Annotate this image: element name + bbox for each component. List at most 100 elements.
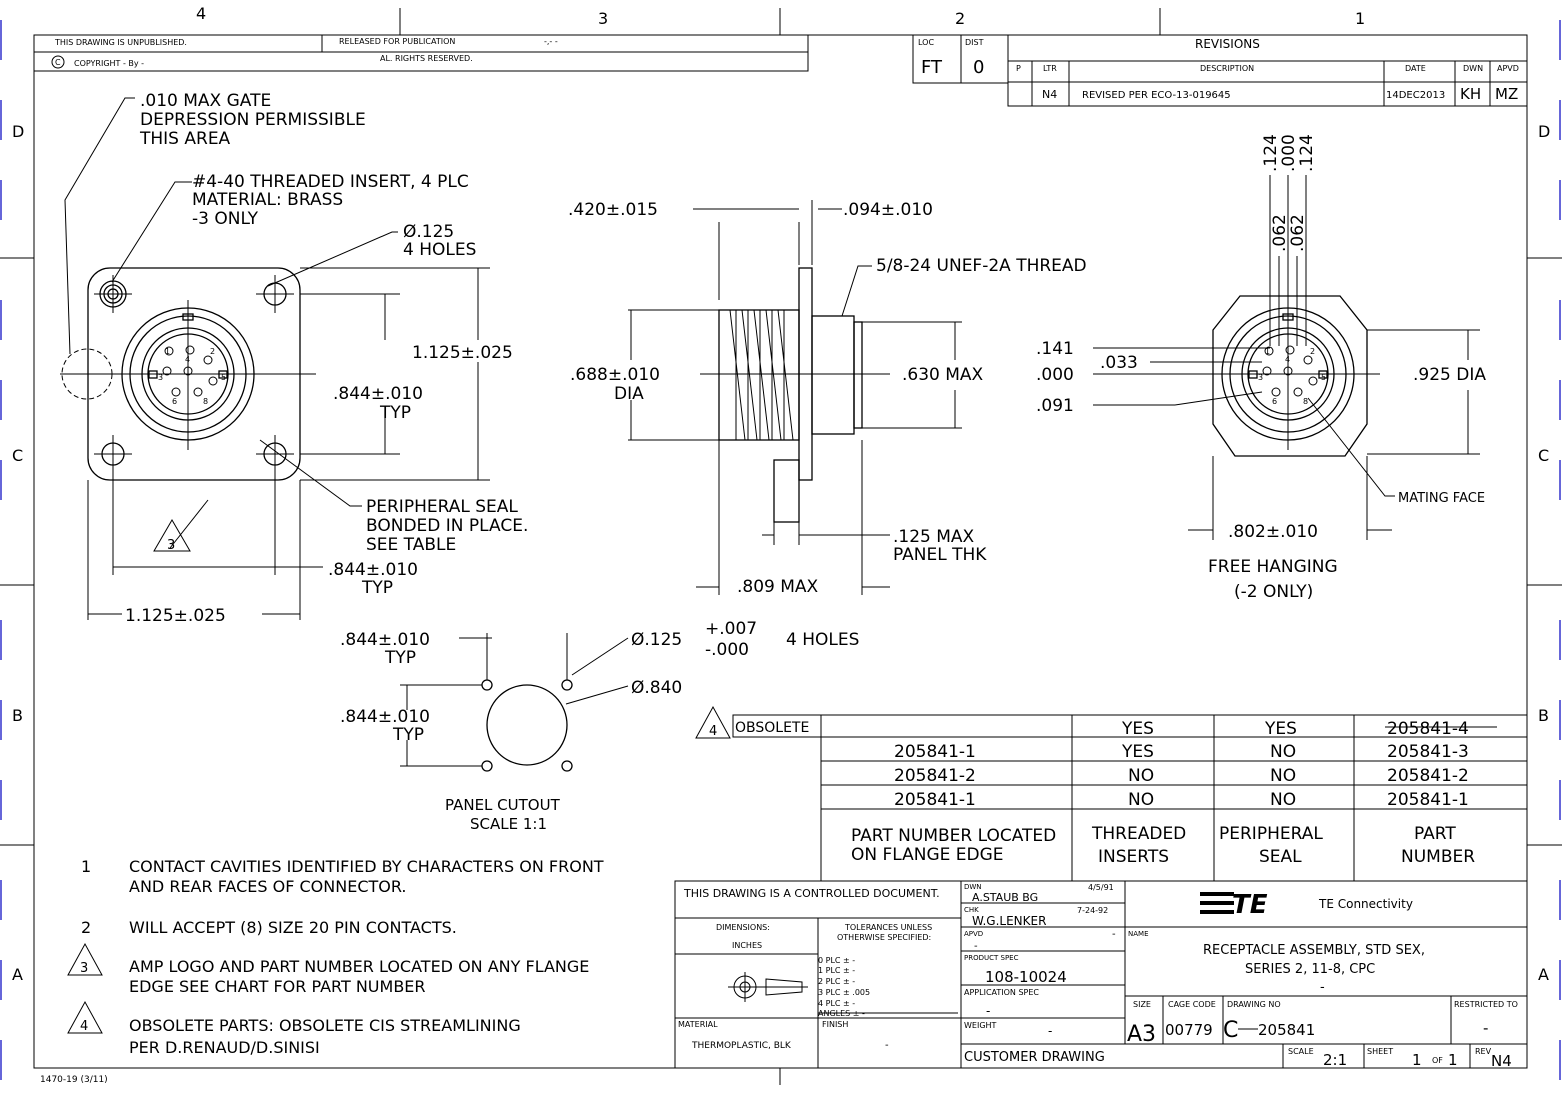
hole-note-1: Ø.125 [403, 222, 454, 242]
dim-side-len: .809 MAX [737, 577, 819, 597]
scale-label: SCALE [1288, 1047, 1314, 1056]
inches-label: INCHES [732, 941, 762, 950]
app-spec-label: APPLICATION SPEC [964, 988, 1039, 997]
note-1-line-1: CONTACT CAVITIES IDENTIFIED BY CHARACTER… [129, 857, 604, 876]
part-header-threaded-2: INSERTS [1098, 847, 1169, 867]
front-pin-8: 8 [203, 397, 208, 406]
product-spec-label: PRODUCT SPEC [964, 954, 1019, 962]
drawing-no-value: 205841 [1258, 1021, 1315, 1039]
flag-4-number: 4 [709, 724, 717, 739]
cage-value: 00779 [1165, 1021, 1213, 1039]
company-name: TE Connectivity [1318, 897, 1413, 911]
side-shell [718, 309, 800, 441]
zone-top-2: 2 [955, 9, 965, 28]
scale-value: 2:1 [1323, 1051, 1347, 1069]
released-text: RELEASED FOR PUBLICATION [339, 37, 455, 46]
tolerances-1: TOLERANCES UNLESS [844, 923, 932, 932]
apvd-date: - [1112, 929, 1116, 940]
chk-date: 7-24-92 [1077, 906, 1108, 915]
rev-row-dwn: KH [1460, 85, 1481, 103]
dim-free-mid-2: .062 [1288, 214, 1308, 252]
copyright-icon [51, 55, 65, 69]
sheet-of: OF [1432, 1056, 1443, 1065]
part-row1-seal: YES [1264, 719, 1297, 739]
free-caption-2: (-2 ONLY) [1234, 582, 1313, 602]
dimensions-label: DIMENSIONS: [716, 923, 770, 932]
front-pin-3: 3 [158, 373, 163, 382]
cutout-dim-v: .844±.010 [340, 707, 430, 727]
apvd-label: APVD [964, 930, 983, 938]
zone-left-b: B [12, 706, 23, 725]
part-row4-number: 205841-1 [1387, 790, 1469, 810]
flag-3-triangle [153, 519, 191, 552]
gate-note-3: THIS AREA [139, 129, 231, 149]
size-value: A3 [1127, 1022, 1156, 1047]
apvd-value: - [974, 941, 978, 952]
tol-line-3: 3 PLC ± .005 [818, 988, 870, 997]
free-caption-1: FREE HANGING [1208, 557, 1338, 577]
tol-line-0: 0 PLC ± - [818, 956, 855, 965]
rev-header-date: DATE [1405, 64, 1426, 73]
cutout-holes: 4 HOLES [786, 630, 859, 650]
weight-label: WEIGHT [964, 1021, 997, 1030]
side-rear [811, 315, 855, 435]
cutout-caption-2: SCALE 1:1 [470, 815, 547, 833]
publication-block: THIS DRAWING IS UNPUBLISHED. RELEASED FO… [33, 34, 809, 72]
front-pin-1: 1 [165, 347, 170, 356]
note-3-number: 3 [80, 961, 88, 976]
dim-front-inner-v-typ: TYP [379, 403, 411, 423]
part-row3-number: 205841-2 [1387, 766, 1469, 786]
front-pin-2: 2 [210, 347, 215, 356]
rev-header-ltr: LTR [1043, 64, 1057, 73]
cutout-hole-dim: Ø.125 [631, 630, 682, 650]
zone-top-1: 1 [1355, 9, 1365, 28]
loc-dist-block: LOC FT DIST 0 [912, 34, 1009, 84]
note-2-number: 2 [81, 918, 91, 937]
free-pin-8: 8 [1303, 397, 1308, 406]
part-header-number-1: PART [1414, 824, 1456, 844]
panel-cutout-view: .844±.010 TYP Ø.125 +.007 -.000 4 HOLES … [340, 619, 859, 833]
restricted-label: RESTRICTED TO [1454, 1000, 1518, 1009]
dim-side-dia: .688±.010 [570, 365, 660, 385]
dim-side-panel-1: .125 MAX [893, 527, 975, 547]
free-hanging-view: 1 2 3 4 5 6 8 .124 .000 .124 .062 .062 .… [1036, 134, 1486, 602]
finish-label: FINISH [822, 1020, 848, 1029]
cage-label: CAGE CODE [1168, 1000, 1216, 1009]
rev-row-desc: REVISED PER ECO-13-019645 [1082, 90, 1231, 101]
revisions-title: REVISIONS [1195, 37, 1260, 51]
rev-row-ltr: N4 [1042, 88, 1057, 101]
note-4-number: 4 [80, 1019, 88, 1034]
name-label: NAME [1128, 930, 1149, 938]
controlled-doc: THIS DRAWING IS A CONTROLLED DOCUMENT. [683, 887, 940, 900]
dim-front-width: 1.125±.025 [125, 606, 226, 626]
part-row4-threaded: NO [1128, 790, 1154, 810]
part-header-threaded-1: THREADED [1091, 824, 1186, 844]
part-row4-flange: 205841-1 [894, 790, 976, 810]
dim-free-091: .091 [1036, 396, 1074, 416]
loc-value: FT [921, 57, 943, 78]
dim-side-panel-2: PANEL THK [893, 545, 987, 565]
size-label: SIZE [1133, 1000, 1151, 1009]
part-row3-flange: 205841-2 [894, 766, 976, 786]
hole-note-2: 4 HOLES [403, 240, 476, 260]
tol-line-4: 4 PLC ± - [818, 999, 855, 1008]
rev-row-date: 14DEC2013 [1386, 90, 1445, 101]
sheet-value: 1 [1412, 1051, 1422, 1069]
dist-value: 0 [973, 57, 984, 78]
dim-free-dia: .925 DIA [1413, 365, 1486, 385]
form-number: 1470-19 (3/11) [40, 1075, 108, 1085]
material-label: MATERIAL [678, 1020, 718, 1029]
part-row2-flange: 205841-1 [894, 742, 976, 762]
note-4-line-2: PER D.RENAUD/D.SINISI [129, 1038, 320, 1057]
dim-front-inner-v: .844±.010 [333, 384, 423, 404]
material-value: THERMOPLASTIC, BLK [691, 1041, 792, 1051]
zone-right-b: B [1538, 706, 1549, 725]
part-row3-threaded: NO [1128, 766, 1154, 786]
free-pin-2: 2 [1310, 347, 1315, 356]
front-pin-5: 5 [221, 373, 226, 382]
part-row1-number: 205841-4 [1387, 719, 1469, 739]
rev-label: REV [1475, 1047, 1492, 1056]
zone-right-a: A [1538, 965, 1549, 984]
flag-3-number: 3 [167, 538, 175, 553]
dim-free-top-2: .000 [1279, 134, 1299, 172]
